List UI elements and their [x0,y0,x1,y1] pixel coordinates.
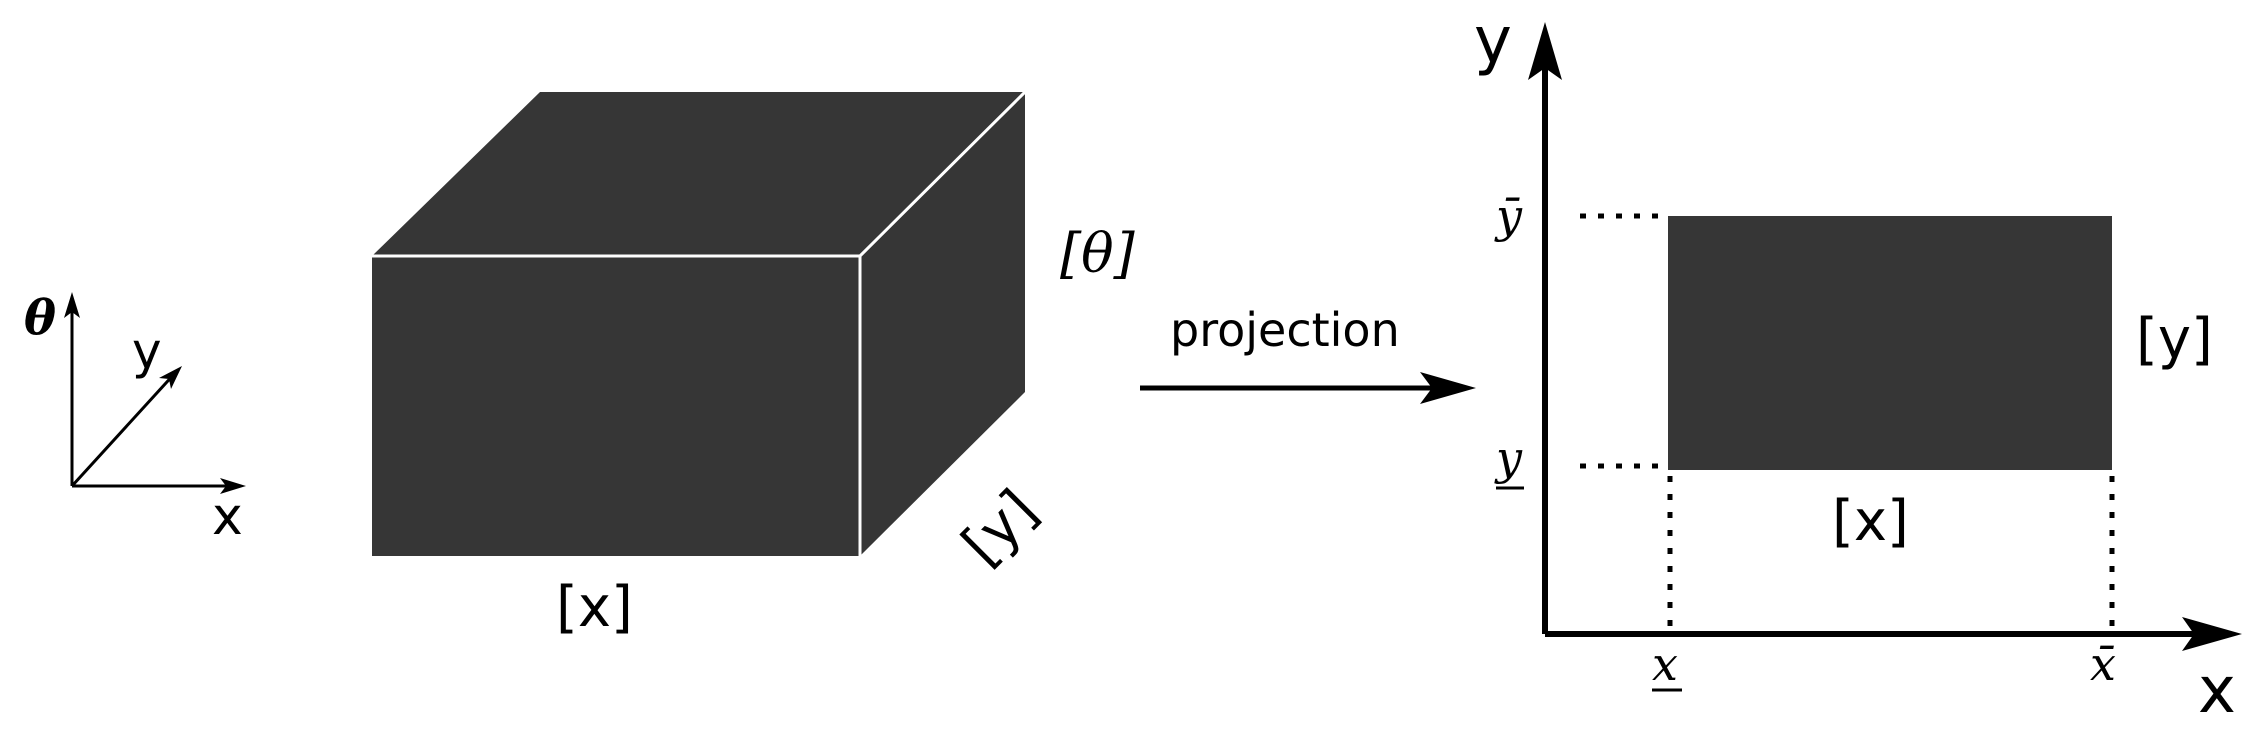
projection-arrowhead [1420,372,1476,404]
plot-y-axis-label: y [1474,4,1512,78]
x-lower-bound-label: x [1652,637,1678,691]
projection-arrow: projection [1140,303,1476,404]
x-axis-3d-label: x [212,487,243,547]
x-axis-3d-arrowhead [220,478,246,494]
guide-lines [1580,213,2115,626]
box-y-dim-label: [y] [950,478,1050,578]
y-axis-3d [70,370,178,488]
x-upper-bound-label: x̄ [2090,637,2116,691]
y-lower-bound-label: y [1494,431,1523,485]
box-front-face [372,256,860,556]
y-upper-bound-label: ȳ [1494,189,1523,243]
box-top-face [372,92,1025,256]
plot-2d: y x ȳ y x x̄ [y] [x] [1474,4,2242,728]
box-right-face [860,92,1025,556]
box-theta-dim-label: [θ] [1060,222,1136,285]
plot-x-axis-arrowhead [2182,617,2242,651]
theta-axis-label: θ [24,290,56,346]
y-axis-3d-arrowhead [159,366,182,389]
box-3d: [x] [y] [θ] [372,90,1136,640]
y-axis-3d-label: y [132,322,162,380]
plot-x-axis-label: x [2198,654,2236,728]
rect-y-dim-label: [y] [2136,307,2213,372]
axes-3d: θ y x [24,290,246,547]
theta-axis-arrowhead [64,292,80,318]
rect-x-dim-label: [x] [1832,489,1909,554]
plot-y-axis-arrowhead [1528,22,1562,80]
projected-rectangle [1668,216,2112,470]
projection-label: projection [1170,303,1400,357]
box-x-dim-label: [x] [556,575,633,640]
